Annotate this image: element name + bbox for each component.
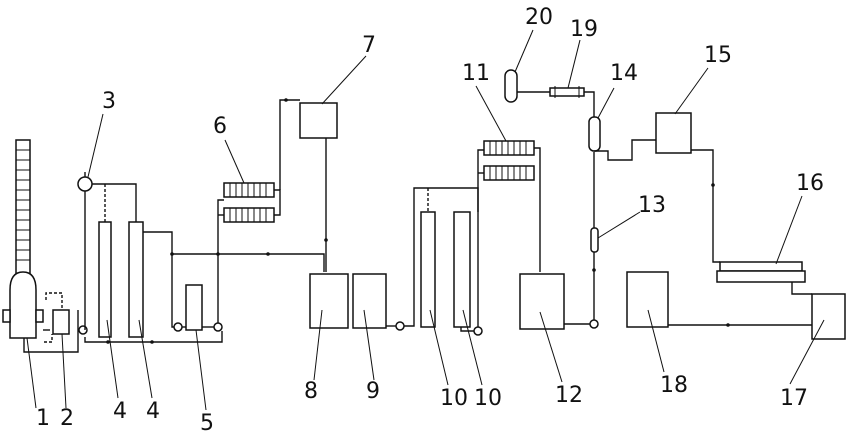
leader-6 <box>224 139 245 184</box>
column-4a <box>98 221 112 338</box>
leader-19 <box>567 39 581 89</box>
leader-2 <box>61 333 67 409</box>
equipment-10-columns: 10 10 <box>420 211 502 411</box>
equipment-4-columns: 4 4 <box>98 221 160 424</box>
box-8 <box>309 273 349 329</box>
equipment-17-box: 17 <box>780 293 846 411</box>
label-20: 20 <box>525 5 553 30</box>
leader-9 <box>363 309 375 381</box>
pump-d <box>395 321 405 331</box>
box-18 <box>626 271 669 328</box>
leader-14 <box>597 87 615 119</box>
tank-2 <box>52 309 70 335</box>
meter-3 <box>77 176 93 192</box>
label-16: 16 <box>796 171 824 196</box>
leader-11 <box>475 85 507 142</box>
label-8: 8 <box>304 379 318 404</box>
vessel-20 <box>504 69 518 103</box>
label-12: 12 <box>555 383 583 408</box>
label-4b: 4 <box>146 399 160 424</box>
box-9 <box>352 273 387 329</box>
leader-20 <box>514 29 534 73</box>
leader-18 <box>647 309 665 373</box>
piping-1-2 <box>23 292 79 353</box>
tower-nozzle-left <box>2 309 11 323</box>
label-17: 17 <box>780 386 808 411</box>
equipment-6-exchanger: 6 <box>213 99 300 223</box>
equipment-8-box: 8 <box>304 273 349 404</box>
box-12 <box>519 273 565 330</box>
platform-16-top <box>719 261 803 272</box>
leader-8 <box>313 309 323 381</box>
leader-4b <box>138 319 153 399</box>
equipment-19-exchanger: 19 <box>514 17 598 98</box>
joint-dots <box>106 98 730 344</box>
exchanger-11-fins <box>489 141 527 180</box>
label-11: 11 <box>462 61 490 86</box>
tower-body <box>9 271 37 339</box>
equipment-18-box: 18 <box>626 271 812 398</box>
equipment-16-platform: 16 <box>716 171 824 295</box>
label-10b: 10 <box>474 386 502 411</box>
vessel-5 <box>185 284 203 331</box>
equipment-11-exchanger: 11 <box>462 61 541 272</box>
equipment-9-box: 9 <box>352 273 387 404</box>
pump-e <box>473 326 483 336</box>
leader-13 <box>597 211 641 239</box>
label-1: 1 <box>36 406 50 431</box>
leader-10a <box>429 309 449 386</box>
label-13: 13 <box>638 193 666 218</box>
leader-17 <box>789 319 825 385</box>
pump-f <box>589 319 599 329</box>
box-15 <box>655 112 692 154</box>
equipment-5-vessel: 5 <box>185 284 214 436</box>
equipment-12-box: 12 <box>519 273 590 408</box>
exchanger-6-fins <box>229 183 267 222</box>
leader-5 <box>195 329 207 411</box>
leader-12 <box>539 311 563 383</box>
leader-1 <box>26 337 37 409</box>
label-7: 7 <box>362 33 376 58</box>
label-19: 19 <box>570 17 598 42</box>
equipment-15-box: 15 <box>655 43 732 263</box>
platform-16-base <box>716 270 806 283</box>
vessel-14 <box>588 116 601 152</box>
pump-b <box>173 322 183 332</box>
stack-segments <box>16 149 30 261</box>
leader-15 <box>674 67 709 115</box>
label-6: 6 <box>213 114 227 139</box>
piping-3-4-5 <box>84 172 325 343</box>
column-10b <box>453 211 471 328</box>
leader-10b <box>462 309 483 386</box>
label-5: 5 <box>200 411 214 436</box>
pump-c <box>213 322 223 332</box>
vessel-13 <box>590 227 599 253</box>
leader-7 <box>321 55 367 105</box>
label-9: 9 <box>366 379 380 404</box>
tower-nozzle-right <box>35 309 44 323</box>
label-18: 18 <box>660 373 688 398</box>
leader-16 <box>775 195 803 265</box>
equipment-2-tank: 2 <box>52 309 74 431</box>
pump-a <box>78 325 88 335</box>
equipment-3-meter: 3 <box>77 89 116 192</box>
label-14: 14 <box>610 61 638 86</box>
label-15: 15 <box>704 43 732 68</box>
column-4b <box>128 221 144 338</box>
equipment-20-vessel: 20 <box>504 5 553 103</box>
label-3: 3 <box>102 89 116 114</box>
label-4a: 4 <box>113 399 127 424</box>
label-2: 2 <box>60 406 74 431</box>
equipment-1-tower: 1 <box>2 139 50 431</box>
label-10a: 10 <box>440 386 468 411</box>
equipment-7-box: 7 <box>299 33 376 272</box>
piping-9-10 <box>386 149 484 332</box>
leader-3 <box>87 113 104 178</box>
leader-4a <box>106 319 119 399</box>
equipment-13-14: 13 14 <box>584 61 666 320</box>
box-7 <box>299 102 338 139</box>
column-10a <box>420 211 436 328</box>
